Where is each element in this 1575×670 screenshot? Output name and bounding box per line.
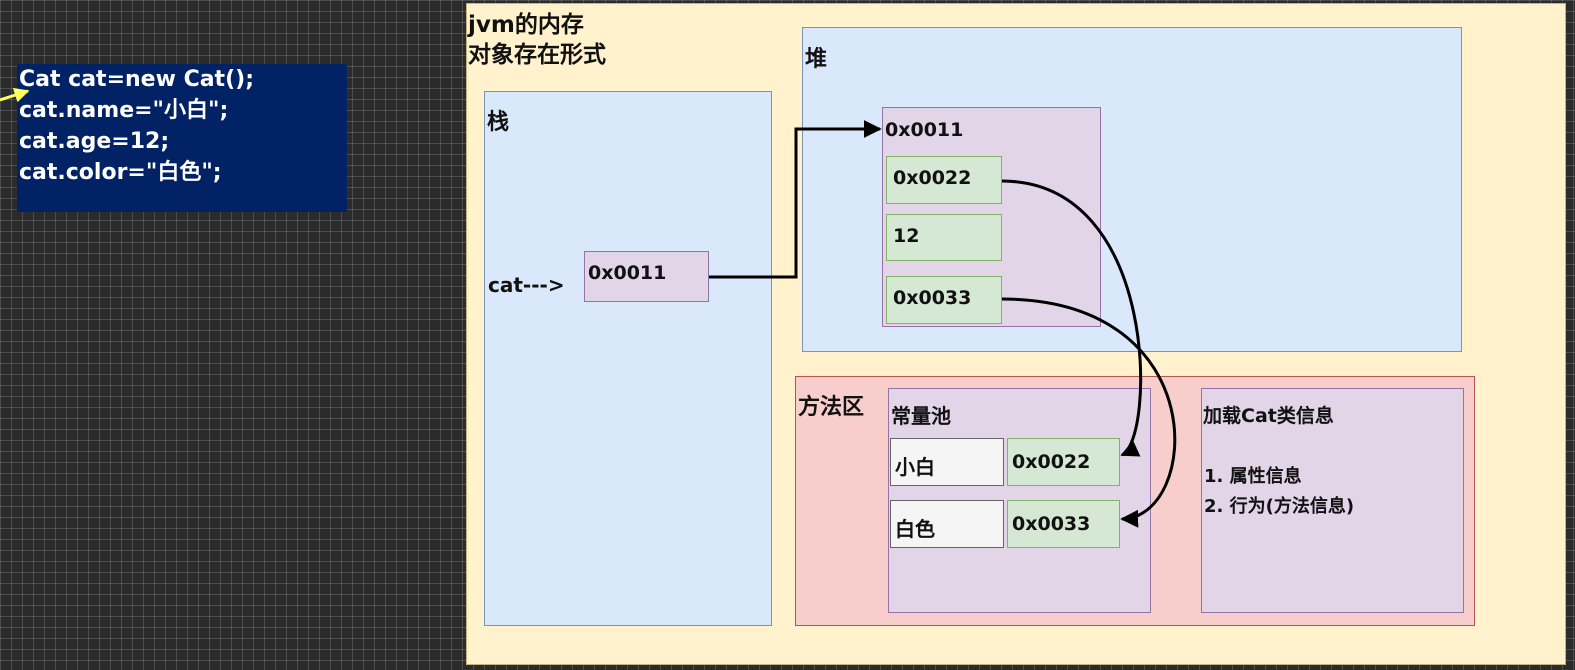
class-info-item: 2. 行为(方法信息) — [1204, 496, 1355, 517]
class-info-item: 1. 属性信息 — [1204, 466, 1302, 487]
color-reference-arrow — [1001, 297, 1177, 528]
code-line: Cat cat=new Cat(); — [19, 67, 254, 92]
code-line: cat.age=12; — [19, 129, 170, 154]
stack-title: 栈 — [487, 110, 510, 135]
field-name-cell: 0x0022 — [886, 156, 1002, 204]
pointer-arrow — [0, 87, 30, 103]
code-block: Cat cat=new Cat(); cat.name="小白"; cat.ag… — [17, 64, 347, 212]
jvm-title-line-1: jvm的内存 — [468, 12, 584, 38]
jvm-title-line-2: 对象存在形式 — [468, 42, 606, 68]
jvm-title: jvm的内存 对象存在形式 — [468, 10, 606, 70]
pool-entry-value: 小白 — [890, 438, 1004, 486]
name-reference-arrow — [1001, 179, 1143, 457]
code-line: cat.name="小白"; — [19, 98, 229, 123]
class-info-title: 加载Cat类信息 — [1203, 405, 1334, 427]
stack-area — [484, 91, 772, 626]
cat-variable-label: cat---> — [488, 273, 565, 297]
field-age-cell: 12 — [886, 214, 1002, 261]
stack-to-heap-arrow — [709, 120, 882, 279]
pool-entry-value: 白色 — [890, 500, 1004, 548]
object-address: 0x0011 — [885, 119, 964, 141]
heap-title: 堆 — [805, 47, 828, 72]
class-info-box — [1201, 388, 1464, 613]
constant-pool-title: 常量池 — [891, 404, 951, 428]
stack-reference-cell: 0x0011 — [584, 251, 709, 302]
pool-entry-address: 0x0033 — [1007, 500, 1120, 548]
method-area-title: 方法区 — [798, 395, 865, 420]
code-line: cat.color="白色"; — [19, 160, 222, 185]
pool-entry-address: 0x0022 — [1007, 438, 1120, 486]
field-color-cell: 0x0033 — [886, 276, 1002, 324]
